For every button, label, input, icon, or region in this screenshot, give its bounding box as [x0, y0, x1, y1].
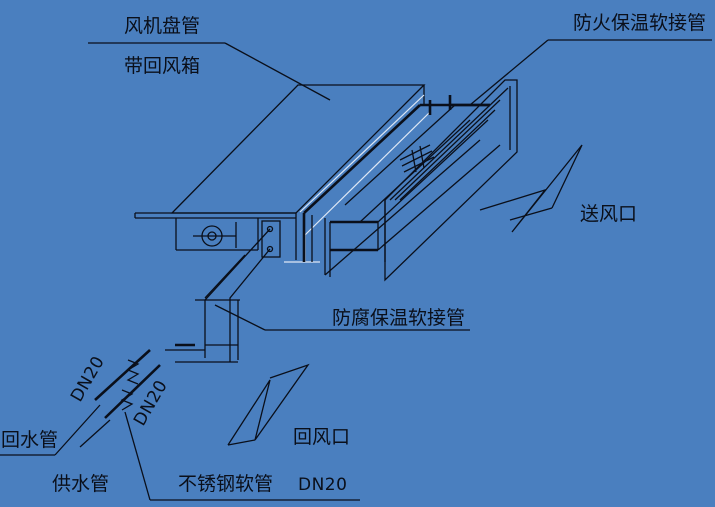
label-supply-water-pipe: 供水管	[52, 473, 109, 495]
label-supply-outlet: 送风口	[580, 203, 637, 225]
supply-duct	[302, 95, 501, 277]
label-dn20-bottom: DN20	[298, 475, 347, 495]
label-dn20-lower: DN20	[130, 377, 172, 430]
label-fire-insulated-connector: 防火保温软接管	[573, 12, 706, 34]
leader-lines	[0, 39, 712, 501]
supply-arrow	[479, 144, 583, 233]
water-pipes	[94, 228, 271, 419]
unit-highlight-edges	[284, 94, 431, 263]
insulation-hatch	[399, 144, 435, 173]
label-dn20-upper: DN20	[67, 353, 109, 406]
label-return-inlet: 回风口	[293, 426, 350, 448]
label-fan-coil: 风机盘管	[124, 15, 200, 37]
label-return-water-pipe: 回水管	[1, 429, 58, 451]
fan-coil-unit	[134, 84, 426, 260]
label-with-return-box: 带回风箱	[124, 55, 200, 77]
labels: 风机盘管 带回风箱 防火保温软接管 送风口 防腐保温软接管 回水管 供水管 不锈…	[1, 12, 706, 495]
return-arrow	[227, 363, 310, 446]
supply-diffuser	[384, 79, 518, 282]
label-anticorrosion-insulated-connector: 防腐保温软接管	[332, 307, 465, 329]
label-stainless-flexible-pipe: 不锈钢软管	[178, 473, 273, 495]
fan-blower	[193, 222, 237, 248]
